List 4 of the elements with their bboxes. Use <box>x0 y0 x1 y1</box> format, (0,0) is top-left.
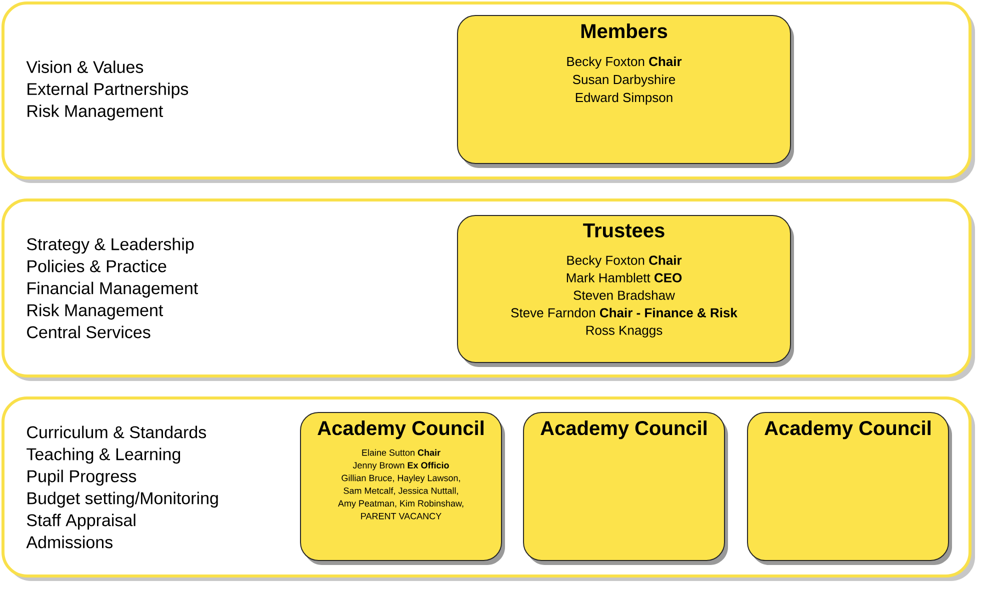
governance-box: Academy Council <box>747 412 952 565</box>
governance-box: Academy Council Elaine Sutton Chair Jenny Brown Ex Officio Gillian Bruce, Hayley Lawson, Sam Metcalf, Jessica Nuttall, Amy Peatman, Kim Robinshaw, PARENT VACANCY <box>300 412 505 565</box>
governance-box: Academy Council <box>523 412 728 565</box>
responsibility-list: Curriculum & Standards Teaching & Learning Pupil Progress Budget setting/Monitoring Staff Appraisal Admissions <box>26 426 218 548</box>
